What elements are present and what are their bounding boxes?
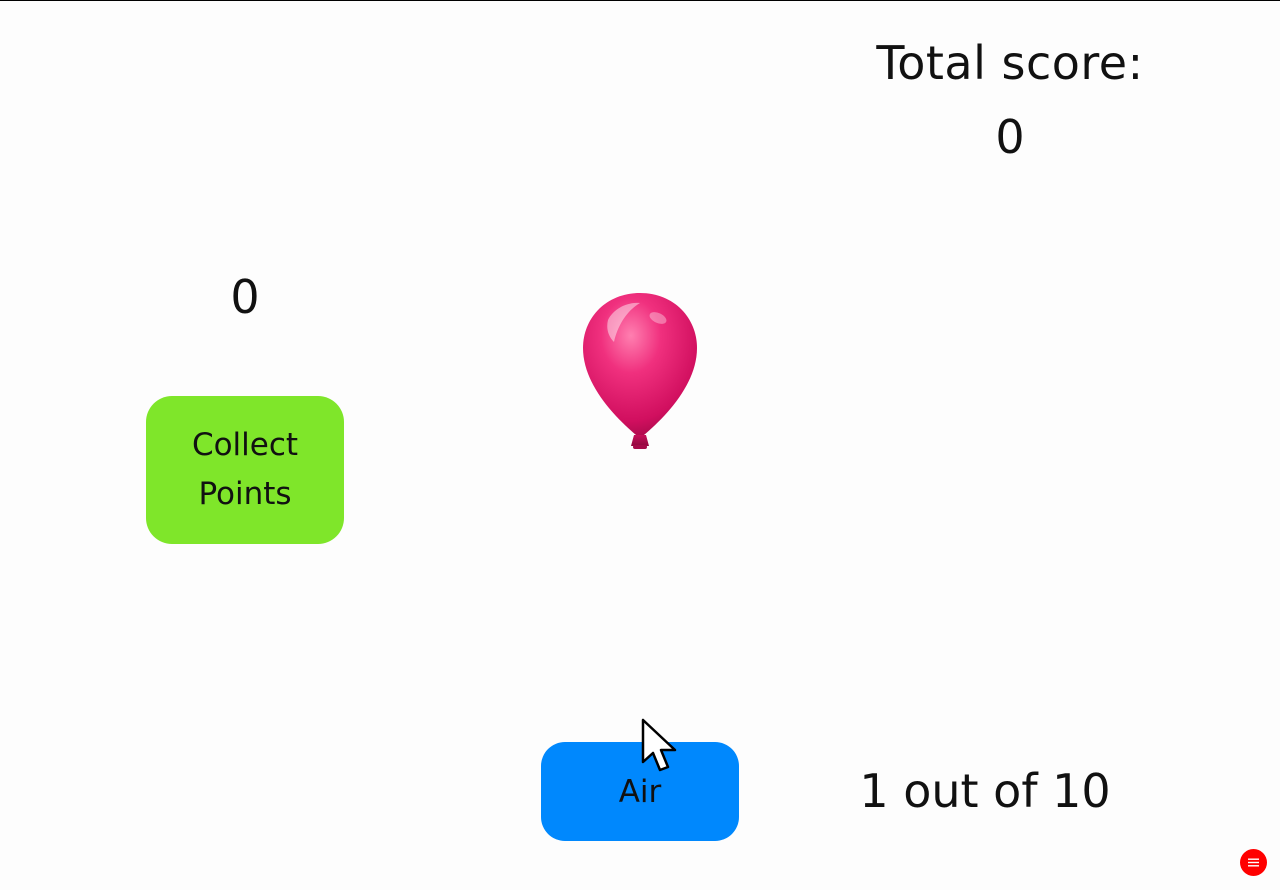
balloon-icon (583, 293, 697, 449)
air-button[interactable]: Air (541, 742, 739, 841)
menu-icon (1248, 858, 1259, 867)
total-score-label: Total score: (876, 36, 1144, 90)
top-border (0, 0, 1280, 1)
round-points-value: 0 (230, 270, 260, 324)
menu-button[interactable] (1240, 849, 1267, 876)
collect-points-button[interactable]: Collect Points (146, 396, 344, 544)
total-score-value: 0 (995, 110, 1025, 164)
round-counter: 1 out of 10 (859, 764, 1111, 818)
